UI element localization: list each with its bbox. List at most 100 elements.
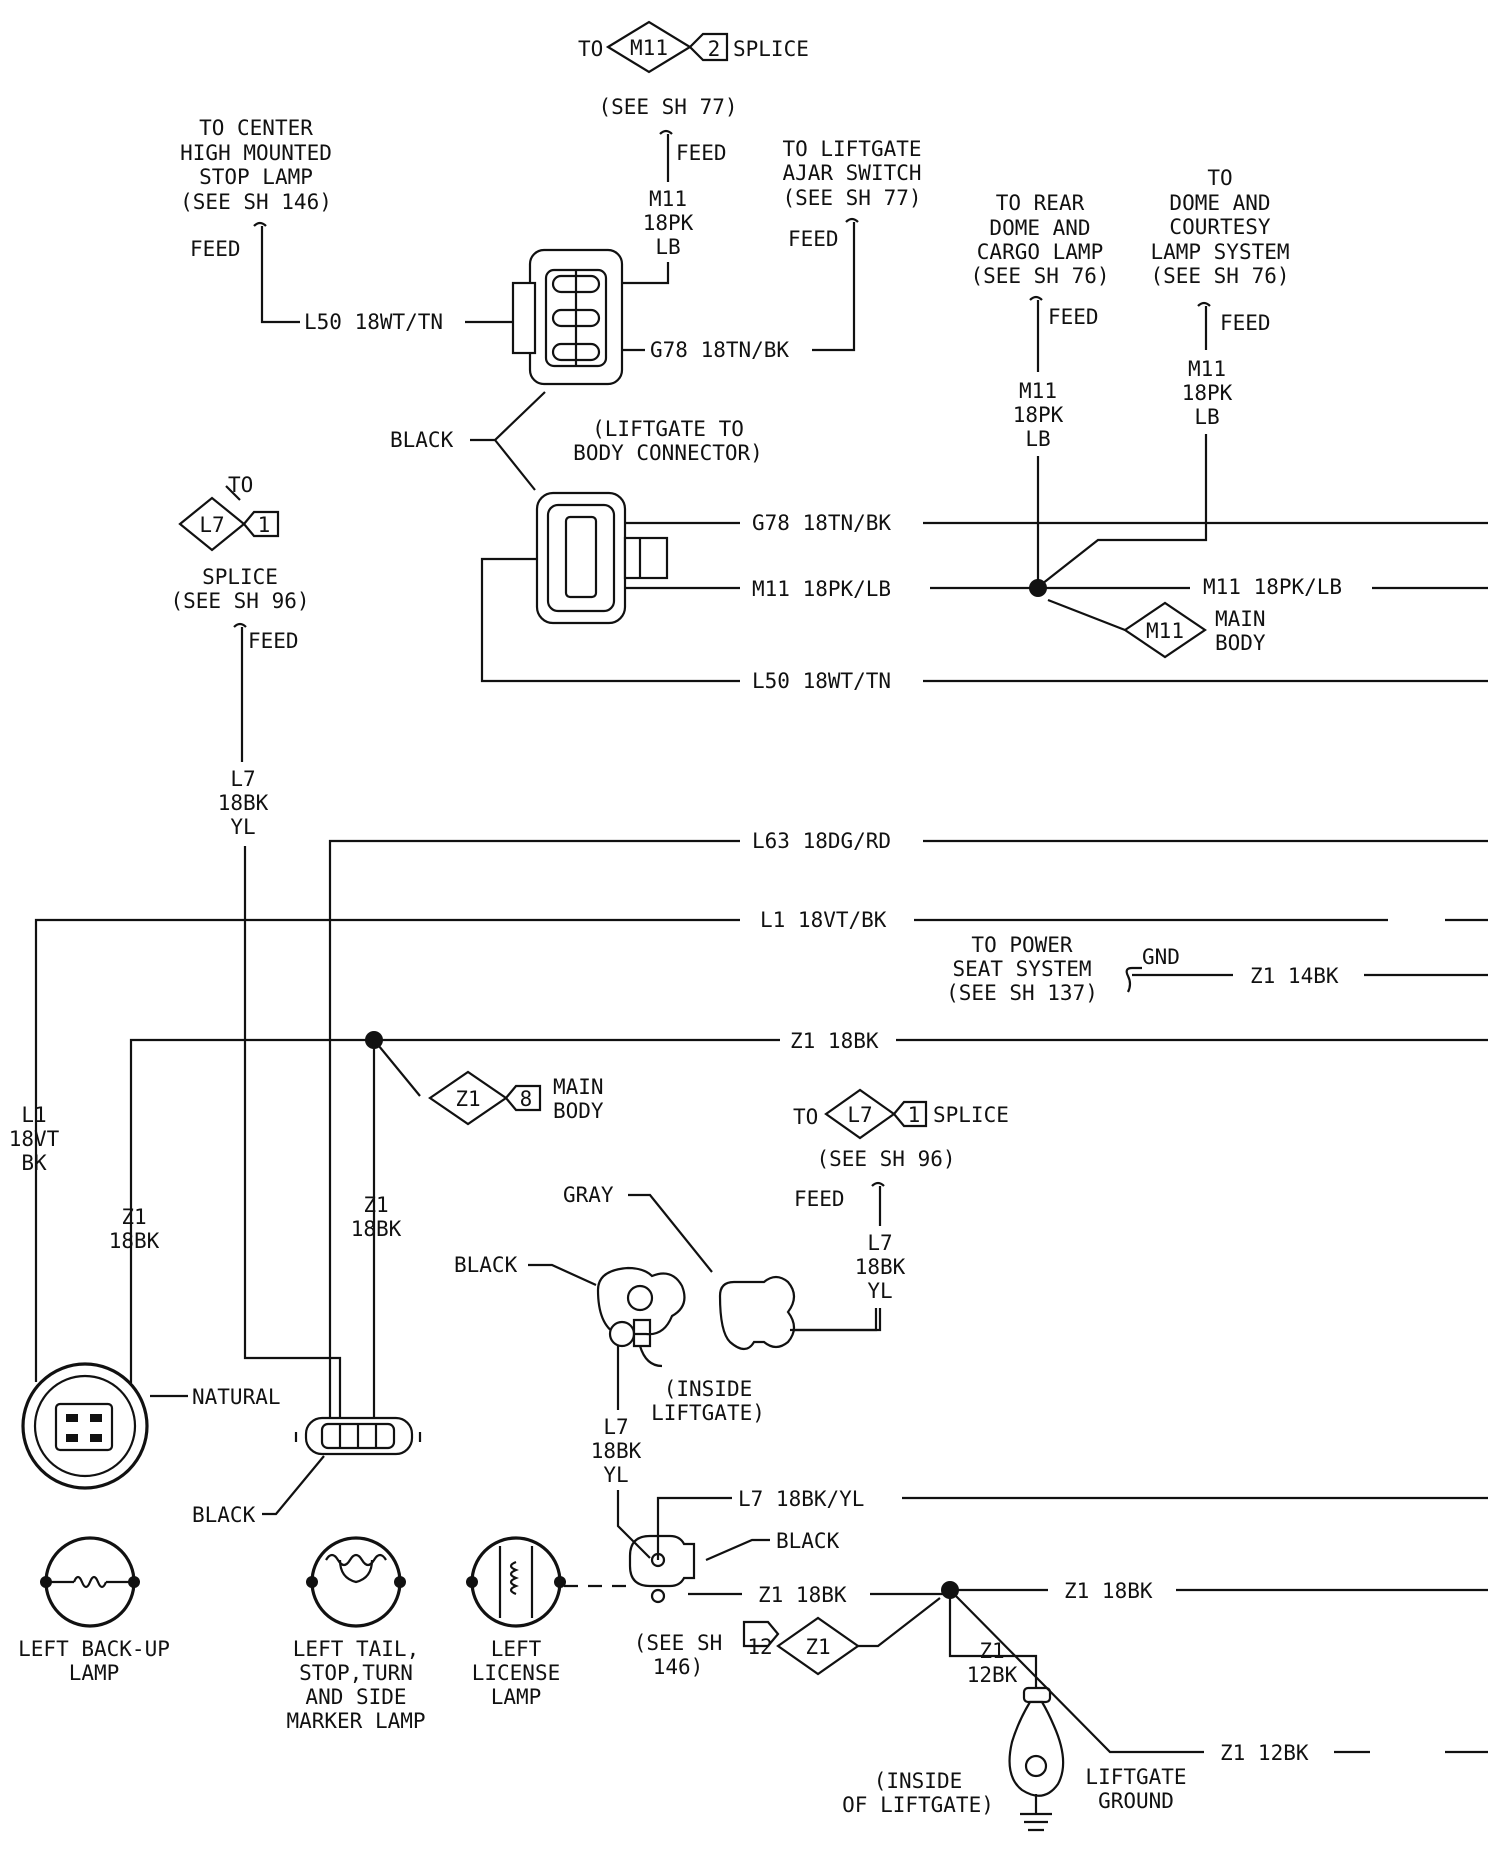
sh146-leader [858,1597,941,1648]
z1-12bk-vert-gauge: 12BK [967,1663,1018,1687]
l50-wire-label-top: L50 18WT/TN [304,310,443,334]
license-lamp-icon [470,1536,562,1628]
main-body-z1-label-2: BODY [553,1099,604,1123]
sh146-circuit: Z1 [805,1635,830,1659]
center-stop-line-3: STOP LAMP [199,165,313,189]
power-seat-gnd: GND [1142,945,1180,969]
tail-lamp-connector: BLACK [192,1416,422,1527]
feed-arrow-symbol [871,1181,885,1187]
power-seat-ref: TO POWER SEAT SYSTEM (SEE SH 137) GND Z1… [946,933,1488,1005]
m11-splice-circuit: M11 [630,36,668,60]
tail-lamp: LEFT TAIL, STOP,TURN AND SIDE MARKER LAM… [286,1536,426,1733]
l7-lower-circuit: L7 [847,1103,872,1127]
dome-line-3: COURTESY [1169,215,1271,239]
feed-arrow-symbol [659,129,673,135]
ground-label-1: LIFTGATE [1085,1765,1186,1789]
g78-wire-label-top: G78 18TN/BK [650,338,789,362]
l7-lower-wire-gauge: 18BK [855,1255,906,1279]
l7-upper-wire-id: L7 [230,767,255,791]
dome-wire-color: LB [1194,405,1219,429]
z1b-vert-id: Z1 [363,1193,388,1217]
dome-line-1: TO [1207,166,1232,190]
m11-splice-pin-box [688,32,729,62]
l7-splice-upper: TO L7 1 SPLICE (SEE SH 96) FEED L7 18BK … [170,473,342,1418]
l7-upper-pin: 1 [258,513,271,537]
backup-lamp-connector: NATURAL [21,1362,281,1490]
tail-lamp-label-3: AND SIDE [305,1685,406,1709]
ajar-feed: FEED [788,227,839,251]
body-connector-tab [623,536,669,580]
rear-dome-line-3: CARGO LAMP [977,240,1103,264]
top-splice-to-text: TO [578,37,603,61]
z1-12bk-wire [949,1589,1204,1754]
upper-connector-pins [551,270,601,366]
ajar-line-2: AJAR SWITCH [782,161,921,185]
liftgate-body-caption-2: BODY CONNECTOR) [573,441,763,465]
natural-label: NATURAL [192,1385,281,1409]
black-inside-leader [528,1263,597,1287]
rear-dome-feed: FEED [1048,305,1099,329]
rear-dome-line-2: DOME AND [989,216,1090,240]
l7-upper-circuit: L7 [199,513,224,537]
l63-wire [328,839,740,1418]
feed-arrow-symbol [1029,295,1043,301]
main-body-z1-label-1: MAIN [553,1075,604,1099]
g78-wire-top [812,222,856,352]
center-stop-feed: FEED [190,237,241,261]
black-license-leader [705,1538,770,1562]
m11-wire-id: M11 [649,187,687,211]
l7-to-license [616,1490,651,1559]
black-tail-label: BLACK [192,1503,256,1527]
m11-wire-color: LB [655,235,680,259]
gray-label: GRAY [563,1183,614,1207]
license-lamp-label-1: LEFT [491,1637,542,1661]
sh146-z1: (SEE SH 146) 12 Z1 [634,1597,941,1679]
dome-line-4: LAMP SYSTEM [1150,240,1289,264]
l7-upper-wire-gauge: 18BK [218,791,269,815]
l7-lower-pin: 1 [908,1103,921,1127]
m11-splice-pin: 2 [708,37,721,61]
l7-mid-gauge: 18BK [591,1439,642,1463]
l50-body-label: L50 18WT/TN [752,669,891,693]
rear-dome-ref: TO REAR DOME AND CARGO LAMP (SEE SH 76) … [970,191,1110,588]
dome-line-5: (SEE SH 76) [1150,264,1289,288]
inside-liftgate-2: LIFTGATE) [651,1401,765,1425]
center-stop-lamp-ref: TO CENTER HIGH MOUNTED STOP LAMP (SEE SH… [180,116,540,334]
l7-upper-pin-box [242,510,280,538]
l7-upper-splice: SPLICE [202,565,278,589]
m11-splice-kind: SPLICE [733,37,809,61]
l7-upper-to-leader [225,485,241,501]
ajar-line-1: TO LIFTGATE [782,137,921,161]
power-seat-line-3: (SEE SH 137) [946,981,1098,1005]
m11-junction-dot [1029,579,1047,597]
rear-dome-wire-color: LB [1025,427,1050,451]
rear-dome-wire-gauge: 18PK [1013,403,1064,427]
z1-12bk-vertical [948,1590,1038,1690]
l7-upper-sheet: (SEE SH 96) [170,589,309,613]
l7-lower-feed: FEED [794,1187,845,1211]
main-body-z1-leader [373,1039,421,1097]
main-body-m11-leader [1047,598,1126,632]
black-connector-callout: BLACK (LIFTGATE TO BODY CONNECTOR) [390,391,763,491]
body-wires: G78 18TN/BK M11 18PK/LB M11 18PK/LB L50 … [480,511,1488,693]
z1b-vert-gauge: 18BK [351,1217,402,1241]
main-body-m11-circuit: M11 [1146,619,1184,643]
sh146-pin-box [742,1620,780,1648]
ground-symbol-curl [1125,966,1142,993]
l1-vert-id: L1 [21,1103,46,1127]
license-lamp-label-3: LAMP [491,1685,542,1709]
ground-eyelet-top [1022,1686,1052,1704]
feed-arrow-symbol [233,622,247,628]
l7-lower-to: TO [793,1105,818,1129]
tail-lamp-label-4: MARKER LAMP [286,1709,425,1733]
z1-bottom-right-label: Z1 18BK [1064,1579,1153,1603]
l7-splice-lower: TO L7 1 SPLICE (SEE SH 96) FEED L7 18BK … [776,1088,1009,1332]
l7-lower-splice: SPLICE [933,1103,1009,1127]
l7-mid-id: L7 [603,1415,628,1439]
ground-inside-1: (INSIDE [874,1769,963,1793]
center-stop-line-1: TO CENTER [199,116,313,140]
tail-lamp-label-2: STOP,TURN [299,1661,413,1685]
l7-upper-to: TO [228,473,253,497]
dome-feed: FEED [1220,311,1271,335]
